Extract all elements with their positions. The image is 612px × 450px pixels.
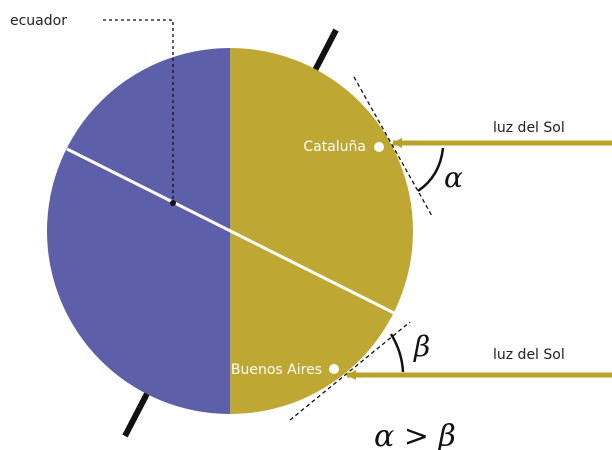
sunlight-label-bottom: luz del Sol [493,347,565,363]
angle-alpha-arc [417,147,445,193]
buenos-aires-point [329,364,339,374]
equator-label: ecuador [10,13,67,29]
equator-point [170,200,176,206]
cataluna-point [374,142,384,152]
cataluna-label: Cataluña [303,139,366,155]
buenos-aires-label: Buenos Aires [231,362,322,378]
sunlight-label-top: luz del Sol [493,120,565,136]
angle-beta-arc [389,333,405,373]
angle-comparison: α > β [374,419,456,450]
earth-day-side [230,48,413,414]
angle-beta-label: β [413,330,430,363]
angle-alpha-label: α [444,161,463,194]
earth-night-side [47,48,230,414]
equator-line [66,147,395,315]
equator-leader-line [103,19,174,203]
